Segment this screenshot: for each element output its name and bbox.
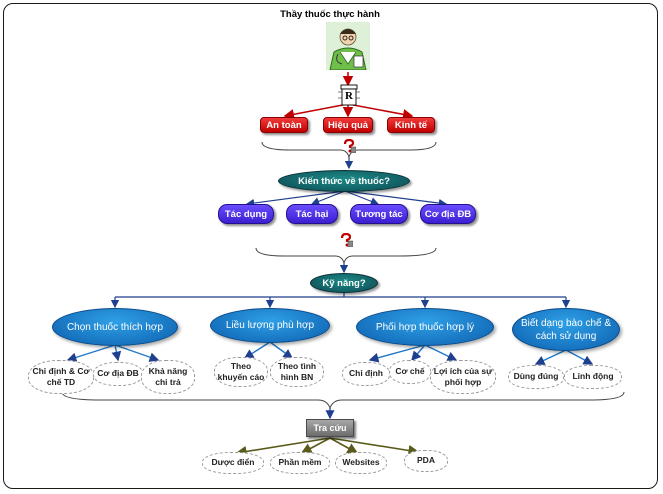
arrow-sub-3b — [411, 344, 426, 362]
skill-dosage-form: Biết dạng bào chế & cách sử dụng — [512, 308, 620, 351]
arrow-sub-4b — [565, 349, 594, 365]
knowledge-node: Kiến thức về thuốc? — [278, 170, 410, 192]
lookup-pharmacopoeia: Dược điển — [202, 452, 264, 474]
arrow-knowledge-special — [344, 190, 448, 208]
rx-symbol: R — [345, 90, 353, 102]
arrow-sub-1c — [114, 344, 160, 362]
brace-skills — [61, 391, 625, 410]
arrow-knowledge-effect — [245, 190, 346, 208]
sub-flexible: Linh động — [564, 365, 622, 389]
arrow-knowledge-harm — [310, 190, 346, 206]
arrow-rx-safety — [283, 103, 349, 120]
lookup-node: Tra cứu — [306, 419, 354, 437]
arrow-lookup-websites — [329, 437, 359, 454]
arrow-sub-3c — [424, 344, 458, 361]
lookup-software: Phần mềm — [270, 452, 330, 474]
question-mark-icon — [342, 138, 357, 154]
criteria-efficacy: Hiệu quả — [323, 117, 373, 133]
knowledge-effect: Tác dụng — [218, 204, 274, 224]
sub-correct-use: Dùng đúng — [508, 365, 564, 389]
question-mark-icon — [339, 232, 354, 248]
skill-combination: Phối hợp thuốc hợp lý — [356, 308, 494, 346]
criteria-safety: An toàn — [260, 117, 308, 133]
arrow-sub-2b — [269, 341, 294, 359]
sub-per-recommendation: Theo khuyến cáo — [214, 357, 268, 387]
arrow-sub-1b — [111, 344, 122, 362]
lookup-pda: PDA — [404, 450, 448, 472]
skill-dosage: Liều lượng phù hợp — [210, 308, 330, 343]
lookup-websites: Websites — [335, 452, 387, 474]
arrow-sub-1a — [66, 344, 116, 363]
prescription-bottle-icon: R — [338, 84, 360, 106]
doctor-icon — [326, 22, 370, 71]
sub-per-patient-status: Theo tình hình BN — [270, 357, 324, 387]
brace-knowledge — [255, 247, 437, 265]
arrow-rx-economy — [347, 103, 414, 120]
arrow-sub-2a — [243, 341, 271, 359]
sub-indication-mechanism: Chỉ định & Cơ chế TD — [28, 360, 94, 394]
sub-indication: Chỉ định — [342, 362, 390, 386]
sub-mechanism: Cơ chế — [389, 360, 431, 384]
diagram-frame — [3, 3, 658, 489]
skills-node: Kỹ năng? — [310, 273, 378, 293]
knowledge-interaction: Tương tác — [350, 204, 408, 224]
arrow-sub-3a — [368, 344, 426, 363]
criteria-economy: Kinh tế — [387, 117, 435, 133]
knowledge-special-condition: Cơ địa ĐB — [420, 204, 476, 224]
diagram-title: Thầy thuốc thực hành — [280, 8, 380, 20]
sub-combination-benefit: Lợi ích của sự phối hợp — [430, 360, 496, 394]
sub-special-condition: Cơ địa ĐB — [93, 362, 143, 386]
arrow-lookup-software — [300, 437, 331, 454]
knowledge-harm: Tác hại — [286, 204, 338, 224]
arrow-sub-4a — [534, 349, 567, 365]
sub-affordability: Khả năng chi trả — [141, 360, 195, 394]
arrow-knowledge-interaction — [344, 190, 380, 206]
arrow-lookup-pharmacopoeia — [235, 437, 331, 457]
arrow-lookup-pda — [329, 437, 420, 457]
skill-choose-drug: Chọn thuốc thích hợp — [52, 308, 178, 346]
